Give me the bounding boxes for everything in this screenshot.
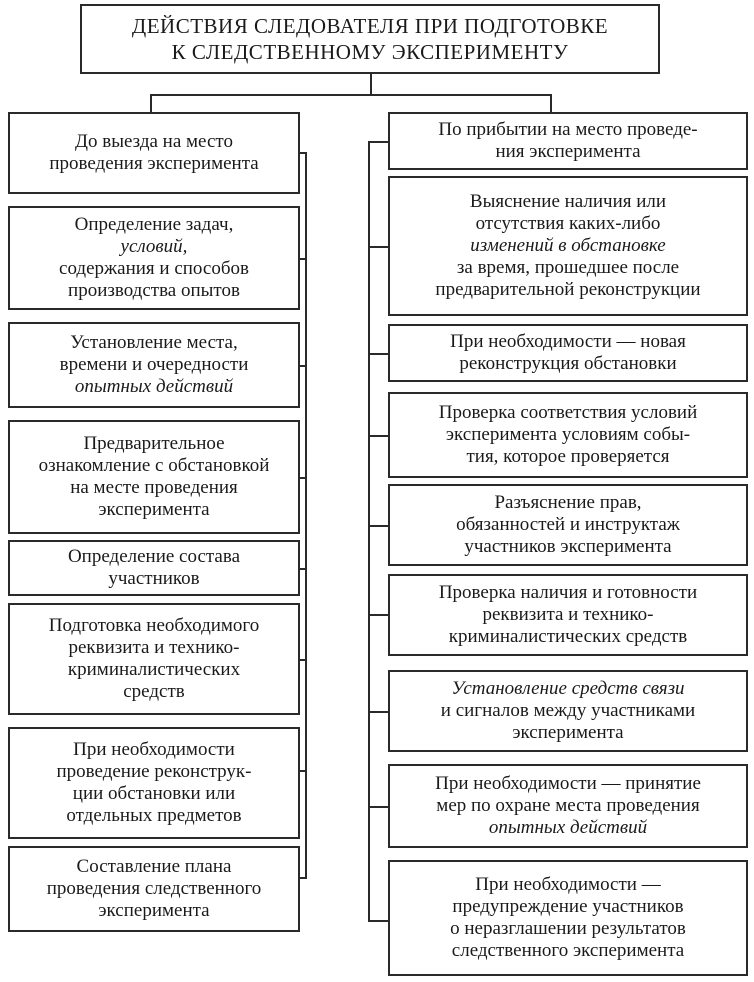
left-spine-link [300, 152, 307, 154]
box-text-line: ния эксперимента [495, 141, 641, 162]
box-text-line: ции обстановки или [72, 783, 236, 804]
right-step-box: При необходимости — предупреждение участ… [388, 860, 748, 976]
diagram-title: ДЕЙСТВИЯ СЛЕДОВАТЕЛЯ ПРИ ПОДГОТОВКЕ К СЛ… [80, 4, 660, 74]
box-text-line: Установление средств связи [451, 678, 685, 699]
right-tick [368, 920, 388, 922]
box-text-line: условий, [120, 236, 188, 257]
box-text-line: содержания и способов [59, 258, 249, 279]
right-branch-drop [550, 94, 552, 112]
box-text-line: криминалистических [67, 659, 241, 680]
top-branch [150, 94, 550, 96]
left-step-box: Определение состава участников [8, 540, 300, 596]
box-text-line: предупреждение участников [452, 896, 684, 917]
box-text-line: тия, которое проверяется [466, 446, 670, 467]
left-step-box: Определение задач, условий, содержания и… [8, 206, 300, 310]
box-text-line: криминалистических средств [448, 626, 688, 647]
box-text-line: Определение задач, [74, 214, 234, 235]
box-text-line: Установление места, [70, 332, 238, 353]
left-tick [300, 770, 307, 772]
left-tick [300, 258, 307, 260]
box-text-line: реквизита и технико- [482, 604, 654, 625]
box-text-line: Проверка соответствия условий [438, 402, 698, 423]
left-step-box: Составление плана проведения следственно… [8, 846, 300, 932]
left-step-box: Подготовка необходимого реквизита и техн… [8, 603, 300, 715]
box-text-line: отсутствия каких-либо [475, 213, 661, 234]
box-text-line: за время, прошедшее после [456, 257, 680, 278]
right-tick [368, 711, 388, 713]
title-stem [370, 74, 372, 96]
box-text-line: эксперимента [98, 900, 210, 921]
box-text-line: и сигналов между участниками [440, 700, 696, 721]
box-text-line: участников эксперимента [464, 536, 672, 557]
box-text-line: До выезда на место [75, 131, 233, 152]
right-tick [368, 525, 388, 527]
box-text-line: По прибытии на место проведе- [438, 119, 698, 140]
left-tick [300, 877, 307, 879]
left-tick [300, 568, 307, 570]
title-line: К СЛЕДСТВЕННОМУ ЭКСПЕРИМЕНТУ [171, 40, 569, 64]
box-text-line: При необходимости — новая [450, 331, 686, 352]
right-tick [368, 246, 388, 248]
box-text-line: эксперимента условиям собы- [445, 424, 691, 445]
box-text-line: При необходимости [73, 739, 235, 760]
right-step-box: Выяснение наличия или отсутствия каких-л… [388, 176, 748, 316]
box-text-line: опытных действий [488, 817, 648, 838]
right-step-box: Проверка наличия и готовности реквизита … [388, 574, 748, 656]
left-tick [300, 365, 307, 367]
box-text-line: отдельных предметов [66, 805, 242, 826]
box-text-line: эксперимента [512, 722, 624, 743]
box-text-line: проведение реконструк- [56, 761, 252, 782]
box-text-line: При необходимости — [475, 874, 661, 895]
right-tick [368, 353, 388, 355]
right-header-box: По прибытии на место проведе- ния экспер… [388, 112, 748, 170]
left-header-box: До выезда на место проведения эксперимен… [8, 112, 300, 194]
box-text-line: проведения эксперимента [49, 153, 259, 174]
box-text-line: о неразглашении результатов [450, 918, 686, 939]
box-text-line: следственного эксперимента [451, 940, 685, 961]
box-text-line: Определение состава [67, 546, 241, 567]
left-spine [305, 152, 307, 878]
box-text-line: Разъяснение прав, [494, 492, 642, 513]
box-text-line: средств [123, 681, 185, 702]
right-step-box: При необходимости — новая реконструкция … [388, 324, 748, 382]
box-text-line: мер по охране места проведения [436, 795, 700, 816]
box-text-line: предварительной реконструкции [435, 279, 701, 300]
left-step-box: Установление места, времени и очередност… [8, 322, 300, 408]
title-line: ДЕЙСТВИЯ СЛЕДОВАТЕЛЯ ПРИ ПОДГОТОВКЕ [131, 14, 609, 38]
box-text-line: реквизита и технико- [68, 637, 240, 658]
right-step-box: Разъяснение прав, обязанностей и инструк… [388, 484, 748, 566]
right-step-box: Проверка соответствия условий эксперимен… [388, 392, 748, 478]
right-spine-link [368, 141, 388, 143]
left-tick [300, 659, 307, 661]
box-text-line: Проверка наличия и готовности [438, 582, 698, 603]
box-text-line: на месте проведения [70, 477, 238, 498]
box-text-line: При необходимости — принятие [435, 773, 701, 794]
box-text-line: производства опытов [68, 280, 240, 301]
right-tick [368, 806, 388, 808]
right-tick [368, 614, 388, 616]
box-text-line: времени и очередности [59, 354, 249, 375]
box-text-line: опытных действий [74, 376, 234, 397]
box-text-line: обязанностей и инструктаж [456, 514, 680, 535]
box-text-line: Выяснение наличия или [469, 191, 667, 212]
box-text-line: эксперимента [98, 499, 210, 520]
right-step-box: Установление средств связи и сигналов ме… [388, 670, 748, 752]
left-step-box: При необходимости проведение реконструк-… [8, 727, 300, 839]
left-branch-drop [150, 94, 152, 112]
box-text-line: Подготовка необходимого [48, 615, 260, 636]
box-text-line: ознакомление с обстановкой [38, 455, 270, 476]
box-text-line: проведения следственного [46, 878, 262, 899]
box-text-line: Предварительное [83, 433, 225, 454]
box-text-line: изменений в обстановке [470, 235, 666, 256]
box-text-line: реконструкция обстановки [459, 353, 677, 374]
left-tick [300, 477, 307, 479]
left-step-box: Предварительное ознакомление с обстановк… [8, 420, 300, 534]
box-text-line: Составление плана [76, 856, 232, 877]
box-text-line: участников [108, 568, 200, 589]
right-tick [368, 435, 388, 437]
right-spine [368, 141, 370, 922]
right-step-box: При необходимости — принятие мер по охра… [388, 764, 748, 848]
